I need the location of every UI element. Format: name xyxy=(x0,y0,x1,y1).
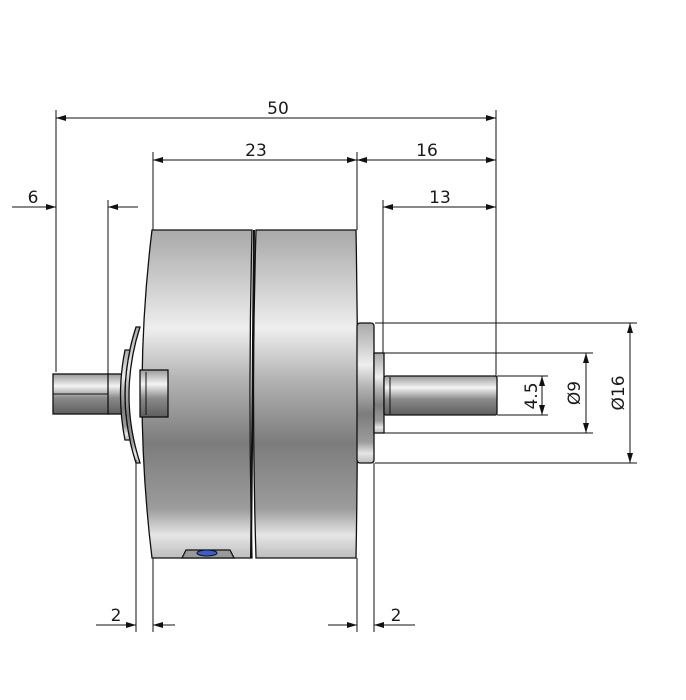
dim-collar-diameter: Ø9 xyxy=(565,381,585,405)
screw-head-icon xyxy=(196,549,218,557)
motor-part xyxy=(52,229,498,559)
rear-flange xyxy=(124,326,141,464)
dim-front-section: 16 xyxy=(416,141,438,161)
output-shaft xyxy=(383,375,498,416)
front-collar xyxy=(373,352,385,434)
dimension-lines xyxy=(12,115,633,628)
extension-lines xyxy=(55,110,637,632)
dim-hex-length: 6 xyxy=(28,188,39,208)
dim-body-length: 23 xyxy=(245,141,267,161)
dim-flange-diameter: Ø16 xyxy=(609,375,629,410)
dim-front-step: 2 xyxy=(391,606,402,626)
dim-overall-length: 50 xyxy=(267,99,289,119)
housing-front xyxy=(252,229,359,559)
front-flange xyxy=(356,322,375,464)
dim-shaft-length: 13 xyxy=(429,188,451,208)
dim-shaft-flat: 4.5 xyxy=(522,382,542,409)
rear-slot xyxy=(139,369,169,418)
dim-rear-step: 2 xyxy=(111,606,122,626)
